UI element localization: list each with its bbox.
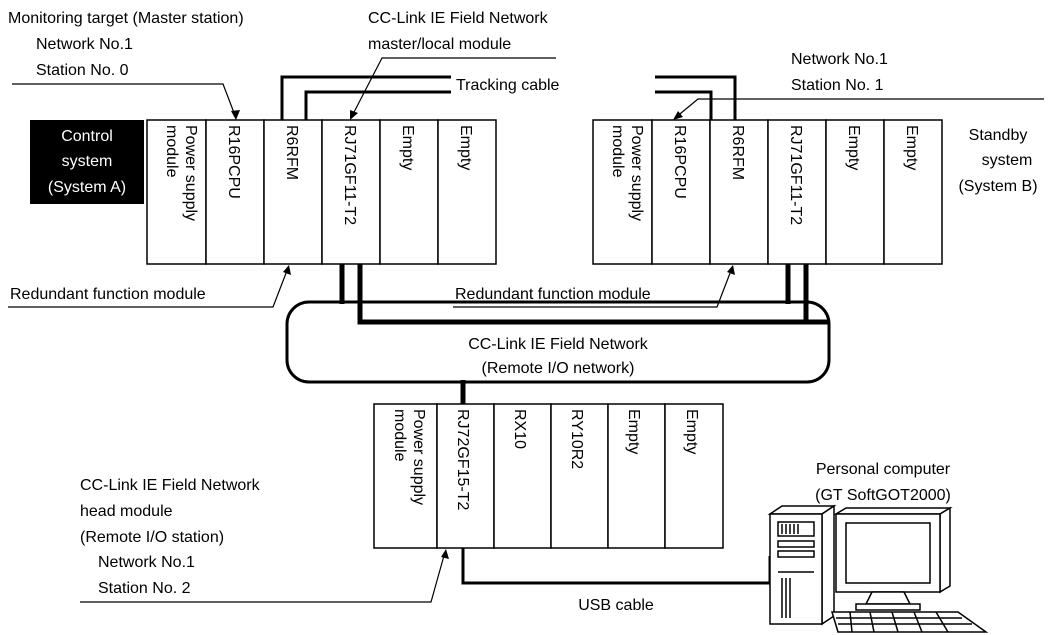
remote-slot-3 (550, 403, 609, 549)
remote-slot-2 (493, 403, 552, 549)
control-system-label: Control system (System A) (48, 128, 126, 196)
rack-a-slot-3 (321, 119, 381, 265)
system-b-callout: Network No.1 Station No. 1 (673, 51, 1044, 120)
remote-slot-4 (607, 403, 666, 549)
head-line5: Station No. 2 (98, 580, 191, 597)
rack-standby-system (592, 119, 943, 265)
standby-system-label: Standby system (System B) (958, 127, 1037, 195)
personal-computer-icon (767, 504, 989, 633)
remote-module-1: RJ72GF15-T2 (454, 409, 471, 510)
rack-a-slot-4 (379, 119, 439, 265)
remote-slot-5 (664, 403, 724, 549)
ccie-master-line2: master/local module (368, 36, 511, 53)
network-line1: CC-Link IE Field Network (468, 336, 649, 353)
master-local-callout: CC-Link IE Field Network master/local mo… (350, 10, 556, 120)
rack-a-module-4: Empty (399, 125, 416, 170)
tracking-cable-label: Tracking cable (456, 77, 560, 94)
rack-b-labels: Power supply module R16PCPU R6RFM RJ71GF… (609, 125, 920, 225)
rack-b-power-line1: Power supply (628, 125, 645, 221)
rack-a-labels: Power supply module R16PCPU R6RFM RJ71GF… (163, 125, 474, 225)
rack-b-power-slot (592, 119, 653, 265)
head-line4: Network No.1 (98, 554, 195, 571)
rack-a-module-1: R16PCPU (225, 125, 242, 199)
head-line2: head module (80, 503, 173, 520)
network-line2: (Remote I/O network) (482, 360, 635, 377)
head-line1: CC-Link IE Field Network (80, 477, 261, 494)
redundant-a-text: Redundant function module (10, 286, 206, 303)
rack-a-power-line1: Power supply (182, 125, 199, 221)
standby-line2: system (982, 152, 1033, 169)
head-line3: (Remote I/O station) (80, 529, 224, 546)
rack-b-module-3: RJ71GF11-T2 (787, 125, 804, 225)
control-system-label-box (30, 120, 144, 204)
rack-b-slot-5 (883, 119, 943, 265)
monitoring-target-text: Monitoring target (Master station) (8, 10, 244, 27)
tracking-cable (280, 75, 737, 120)
redundant-b-text: Redundant function module (455, 286, 651, 303)
rack-a-power-line2: module (163, 125, 180, 178)
sysb-network-text: Network No.1 (791, 51, 888, 68)
control-line3: (System A) (48, 179, 126, 196)
rack-a-module-5: Empty (457, 125, 474, 170)
remote-module-2: RX10 (511, 409, 528, 449)
rack-remote-io (373, 403, 724, 549)
pc-line1: Personal computer (816, 461, 951, 478)
rack-a-slot-2 (263, 119, 323, 265)
redundant-b-callout: Redundant function module (453, 265, 735, 308)
monitoring-target-callout: Monitoring target (Master station) Netwo… (8, 10, 244, 120)
monitoring-network-text: Network No.1 (36, 36, 133, 53)
ccie-master-line1: CC-Link IE Field Network (368, 10, 549, 27)
rack-b-slot-3 (767, 119, 827, 265)
rack-b-module-4: Empty (845, 125, 862, 170)
rack-a-slot-5 (437, 119, 497, 265)
rack-b-module-1: R16PCPU (671, 125, 688, 199)
remote-module-5: Empty (683, 409, 700, 454)
standby-line3: (System B) (958, 178, 1037, 195)
rack-b-module-2: R6RFM (729, 125, 746, 180)
remote-rack-labels: Power supply module RJ72GF15-T2 RX10 RY1… (391, 409, 700, 510)
remote-network-label: CC-Link IE Field Network (Remote I/O net… (468, 336, 649, 377)
remote-module-4: Empty (625, 409, 642, 454)
rack-b-power-line2: module (609, 125, 626, 178)
rack-b-module-5: Empty (903, 125, 920, 170)
remote-power-slot (373, 403, 438, 549)
standby-line1: Standby (969, 127, 1028, 144)
pc-label: Personal computer (GT SoftGOT2000) (815, 461, 951, 504)
remote-module-3: RY10R2 (568, 409, 585, 469)
control-line1: Control (61, 128, 113, 145)
head-module-callout: CC-Link IE Field Network head module (Re… (80, 477, 449, 603)
redundant-a-callout: Redundant function module (8, 265, 291, 308)
control-line2: system (62, 153, 113, 170)
remote-power-line2: module (391, 409, 408, 462)
usb-cable (461, 548, 772, 585)
network-cable (285, 264, 831, 405)
rack-control-system (146, 119, 497, 265)
monitoring-station-text: Station No. 0 (36, 62, 129, 79)
sysb-station-text: Station No. 1 (791, 77, 884, 94)
rack-a-module-2: R6RFM (283, 125, 300, 180)
pc-line2: (GT SoftGOT2000) (815, 487, 951, 504)
rack-a-module-3: RJ71GF11-T2 (341, 125, 358, 225)
usb-cable-label: USB cable (578, 597, 654, 614)
remote-power-line1: Power supply (410, 409, 427, 505)
rack-b-slot-1 (651, 119, 711, 265)
